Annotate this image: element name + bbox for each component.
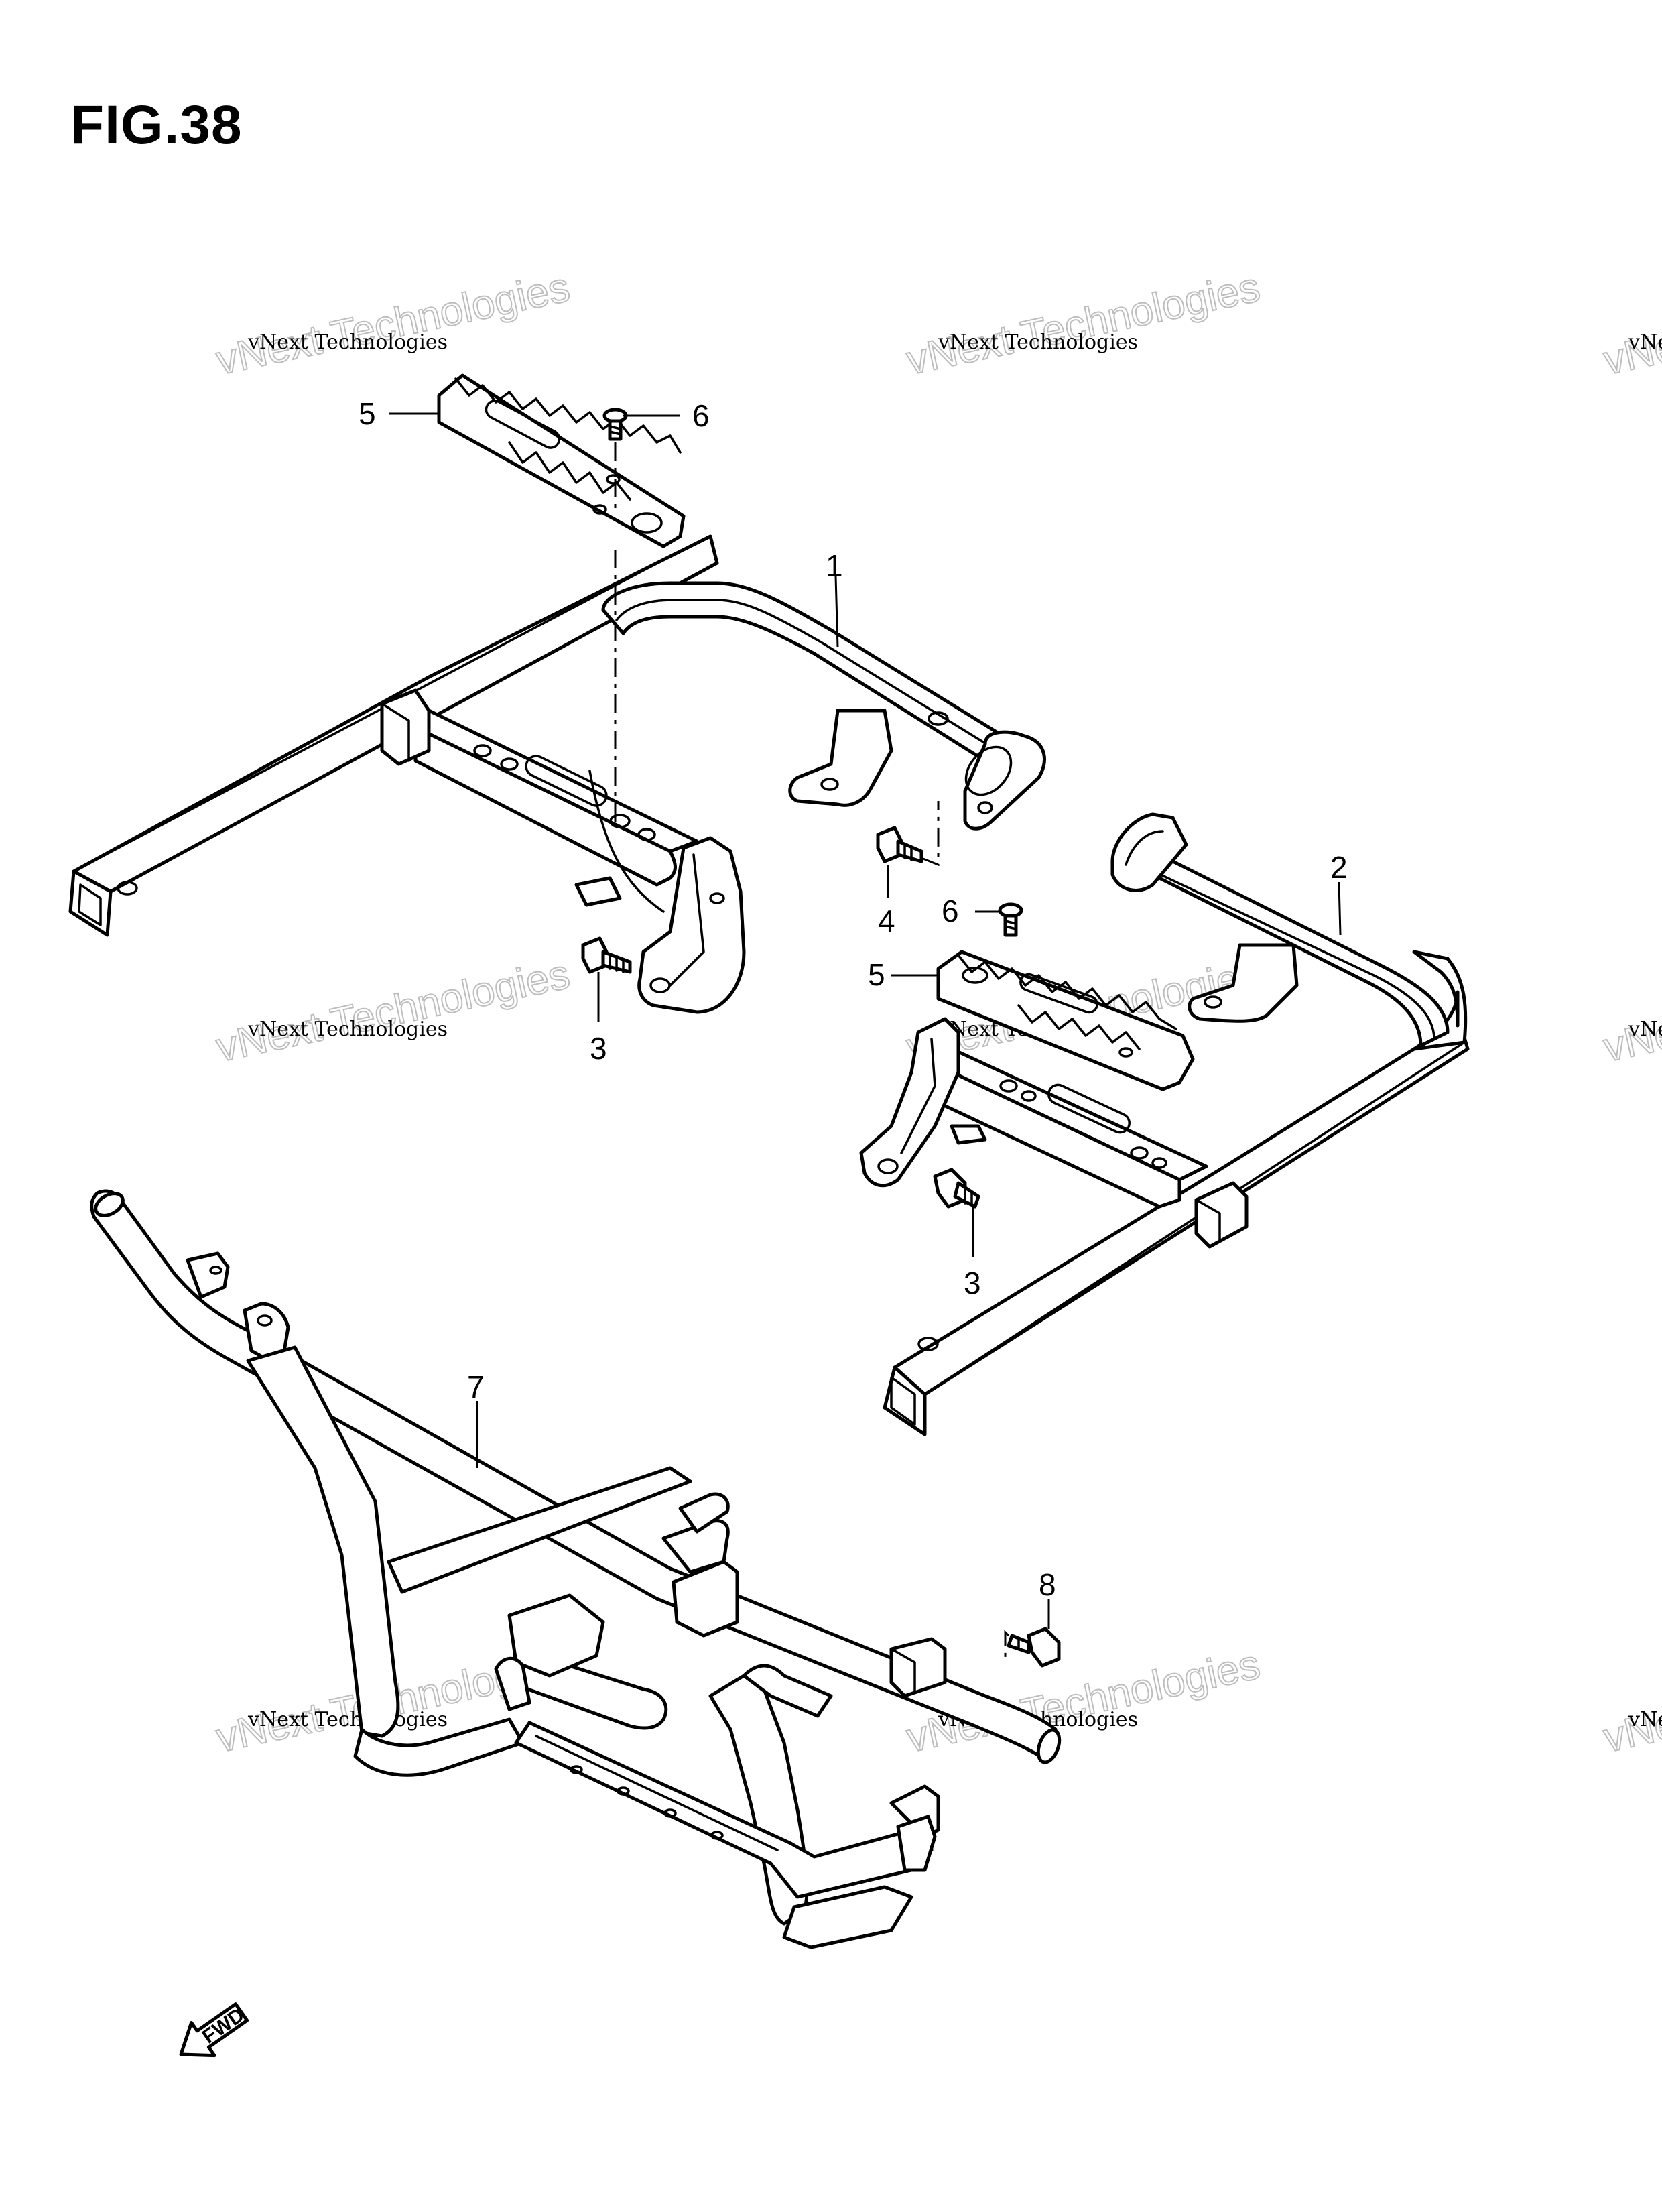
svg-text:vNext Technologies: vNext Technologies xyxy=(1600,264,1662,384)
fwd-arrow-icon: FWD xyxy=(179,2002,249,2058)
callout-1: 1 xyxy=(826,548,843,583)
watermark: vNext Technologies vNext Technologies xyxy=(1599,950,1662,1072)
svg-text:vNext Technologies: vNext Technologies xyxy=(1628,330,1662,354)
part-8-bolt xyxy=(1007,1627,1061,1668)
svg-text:vNext Technologies: vNext Technologies xyxy=(903,264,1264,384)
callout-4: 4 xyxy=(878,904,895,938)
part-3-bolt-lower xyxy=(933,1168,980,1209)
svg-text:vNext Technologies: vNext Technologies xyxy=(1600,1642,1662,1762)
svg-text:vNext Technologies: vNext Technologies xyxy=(247,1018,448,1041)
svg-text:vNext Technologies: vNext Technologies xyxy=(1600,951,1662,1071)
watermark: vNext Technologies vNext Technologies xyxy=(1599,263,1662,385)
watermark: vNext Technologies vNext Technologies xyxy=(1599,1641,1662,1762)
watermark: vNext Technologies vNext Technologies xyxy=(902,263,1265,385)
callout-7: 7 xyxy=(467,1369,485,1404)
assembly-lines xyxy=(614,442,1010,1659)
part-1-footrest-frame-left xyxy=(68,534,1046,1014)
part-5-footpeg-upper xyxy=(437,373,686,548)
part-6-screw-lower xyxy=(998,902,1023,937)
svg-text:vNext Technologies: vNext Technologies xyxy=(212,951,574,1071)
part-2-footrest-frame-right xyxy=(859,812,1470,1436)
svg-text:vNext Technologies: vNext Technologies xyxy=(247,330,448,354)
callout-5-upper: 5 xyxy=(359,396,376,431)
watermark: vNext Technologies vNext Technologies xyxy=(212,950,574,1072)
svg-text:vNext Technologies: vNext Technologies xyxy=(938,330,1138,354)
svg-text:vNext Technologies: vNext Technologies xyxy=(1628,1708,1662,1731)
callout-3-upper: 3 xyxy=(590,1031,607,1066)
callout-2: 2 xyxy=(1330,850,1348,885)
watermark-group: vNext Technologies vNext Technologies vN… xyxy=(212,263,1662,1762)
callout-6-lower: 6 xyxy=(942,894,959,928)
callouts: 5 6 1 2 4 6 5 3 3 7 8 xyxy=(359,396,1348,1629)
watermark: vNext Technologies vNext Technologies xyxy=(212,263,574,385)
svg-text:vNext Technologies: vNext Technologies xyxy=(247,1708,448,1731)
part-5-footpeg-lower xyxy=(936,950,1195,1091)
part-4-bolt xyxy=(876,826,923,863)
callout-8: 8 xyxy=(1039,1567,1056,1602)
callout-3-lower: 3 xyxy=(964,1266,981,1300)
svg-text:vNext Technologies: vNext Technologies xyxy=(1628,1018,1662,1041)
callout-6-upper: 6 xyxy=(692,398,710,433)
figure-title: FIG.38 xyxy=(70,95,243,156)
svg-text:vNext Technologies: vNext Technologies xyxy=(212,264,574,384)
callout-5-lower: 5 xyxy=(868,957,885,992)
part-7-front-guard xyxy=(90,1189,1062,1949)
part-3-bolt-upper xyxy=(581,936,632,974)
